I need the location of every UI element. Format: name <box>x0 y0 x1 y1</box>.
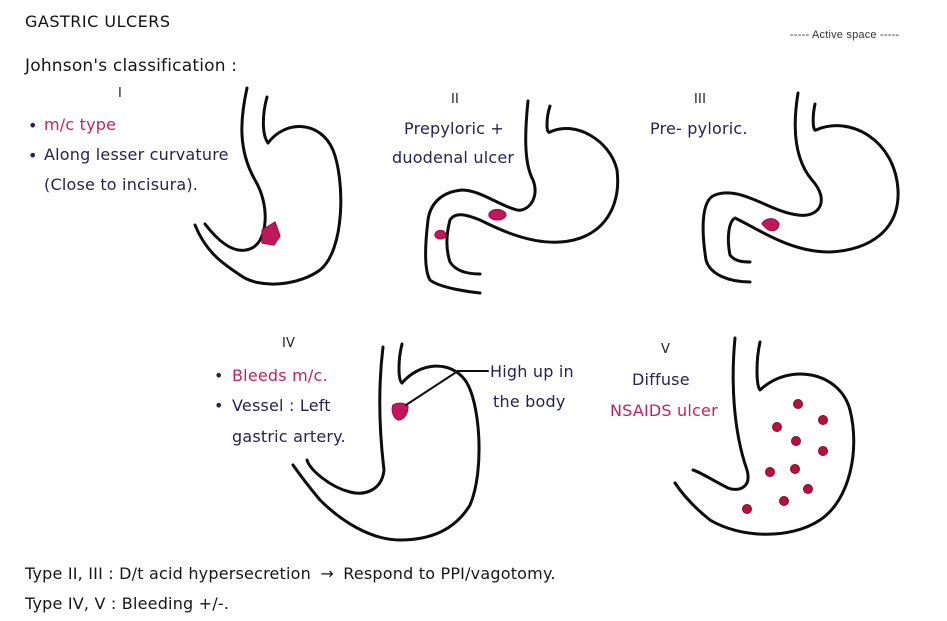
ulcer-dot <box>790 464 800 474</box>
ulcer-type-4 <box>391 402 409 421</box>
type-1-numeral: I <box>118 86 123 101</box>
type-2-note: Prepyloric + <box>404 119 505 138</box>
type-1-note: m/c type <box>44 115 117 134</box>
bullet-icon: • <box>214 396 224 415</box>
type-3-numeral: III <box>694 92 707 107</box>
ulcer-type-2-prepyloric <box>488 208 507 221</box>
diffuse-ulcer-dots <box>742 399 828 514</box>
ulcer-dot <box>803 484 813 494</box>
type-5-note: Diffuse <box>632 370 690 389</box>
stomach-type-3-icon <box>701 91 900 284</box>
arrow-right-icon: → <box>320 564 334 583</box>
ulcer-type-2-duodenal <box>434 229 447 240</box>
stomach-type-5-icon <box>673 336 856 536</box>
type-4-numeral: IV <box>282 336 296 351</box>
callout-leader-line <box>405 370 459 406</box>
bullet-icon: • <box>28 146 38 165</box>
classification-heading: Johnson's classification : <box>25 56 238 76</box>
ulcer-dot <box>793 399 803 409</box>
ulcer-dot <box>765 467 775 477</box>
footer-line-1: Type II, III : D/t acid hypersecretion →… <box>25 564 556 583</box>
type-3-note: Pre- pyloric. <box>650 119 748 138</box>
ulcer-dot <box>742 504 752 514</box>
type-5-note: NSAIDS ulcer <box>610 401 718 420</box>
ulcer-dot <box>772 422 782 432</box>
active-space-label: ----- Active space ----- <box>790 29 900 41</box>
ulcer-type-1 <box>261 221 281 246</box>
bullet-icon: • <box>214 366 224 385</box>
type-4-callout: the body <box>493 392 566 411</box>
type-5-numeral: V <box>661 342 671 357</box>
stomach-type-2-icon <box>424 99 620 295</box>
type-4-note: gastric artery. <box>232 427 346 446</box>
type-4-callout: High up in <box>490 362 574 381</box>
ulcer-dot <box>779 496 789 506</box>
type-2-note: duodenal ulcer <box>392 148 515 167</box>
footer-line-1-left: Type II, III : D/t acid hypersecretion <box>25 564 312 583</box>
stomach-type-4-icon <box>291 342 489 542</box>
stomach-type-1-icon <box>193 86 343 286</box>
type-4-note: Vessel : Left <box>232 396 331 415</box>
ulcer-dot <box>818 446 828 456</box>
ulcer-type-3 <box>761 218 780 232</box>
footer-line-1-right: Respond to PPI/vagotomy. <box>343 564 556 583</box>
page-title: GASTRIC ULCERS <box>25 12 171 31</box>
type-4-note: Bleeds m/c. <box>232 366 328 385</box>
bullet-icon: • <box>28 116 38 135</box>
ulcer-dot <box>791 436 801 446</box>
ulcer-dot <box>818 415 828 425</box>
type-1-note: Along lesser curvature <box>44 145 229 164</box>
footer-line-2: Type IV, V : Bleeding +/-. <box>25 594 230 613</box>
type-2-numeral: II <box>451 92 460 107</box>
type-1-note: (Close to incisura). <box>44 175 199 194</box>
